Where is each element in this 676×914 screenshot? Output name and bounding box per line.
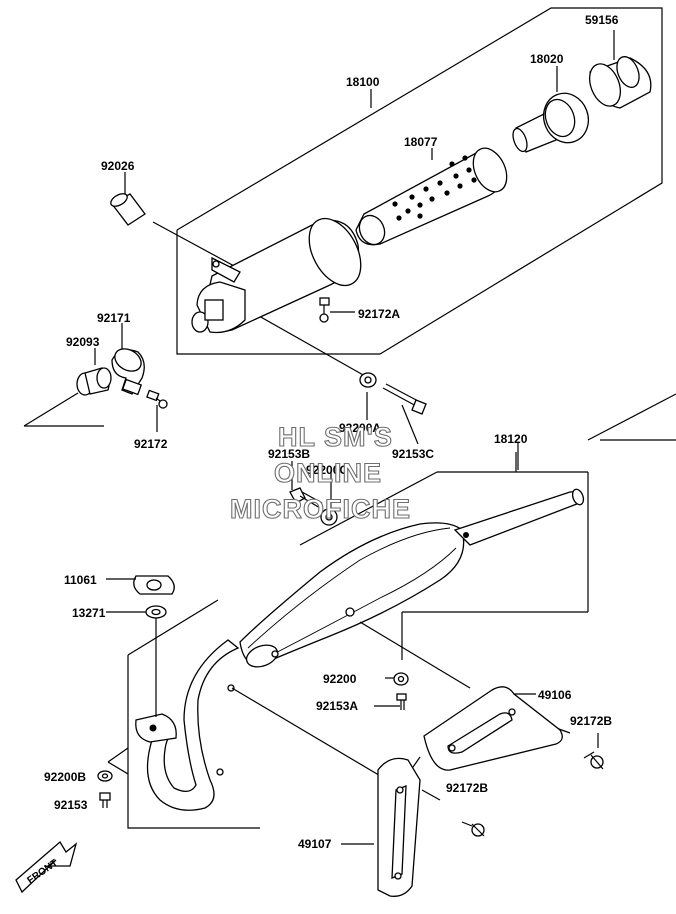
- bolt-92153A: [396, 693, 407, 710]
- label-18020: 18020: [530, 52, 564, 66]
- clamp-92171: [111, 348, 145, 396]
- clamp-bracket-lines: [23, 392, 104, 427]
- leader-lines-upper: [94, 30, 615, 445]
- label-92172: 92172: [134, 437, 168, 451]
- end-cap-59156: [588, 56, 652, 109]
- bolt-92172B-upper: [583, 751, 604, 770]
- label-92172B-upper: 92172B: [570, 714, 612, 728]
- muffler-assembly-frame: [176, 7, 663, 355]
- tail-pipe-18020: [512, 92, 590, 153]
- label-92153: 92153: [54, 798, 88, 812]
- label-49107: 49107: [298, 837, 332, 851]
- perforation-holes: [392, 155, 477, 221]
- gasket-11061: [133, 575, 175, 595]
- heat-guard-49106: [423, 686, 563, 771]
- label-49106: 49106: [538, 688, 572, 702]
- muffler-body: [191, 217, 362, 334]
- heat-guard-49107: [377, 757, 421, 897]
- rubber-bush-92093: [76, 367, 112, 396]
- seal-13271: [145, 605, 167, 619]
- chamber-frame: [127, 393, 676, 829]
- label-92200A: 92200A: [339, 421, 381, 435]
- label-92026: 92026: [101, 159, 135, 173]
- label-59156: 59156: [585, 13, 619, 27]
- washer-92200: [393, 672, 409, 686]
- label-92153C: 92153C: [392, 447, 434, 461]
- label-92200: 92200: [323, 672, 357, 686]
- bolt-92172: [146, 389, 168, 409]
- label-11061: 11061: [64, 573, 97, 587]
- watermark-line-1: HL SM'S: [278, 422, 393, 452]
- label-13271: 13271: [72, 606, 106, 620]
- label-92172B-lower: 92172B: [446, 781, 488, 795]
- label-92200C: 92200C: [306, 463, 348, 477]
- collar-92026: [110, 193, 146, 226]
- watermark-line-3: MICROFICHE: [230, 494, 411, 524]
- label-18120: 18120: [494, 432, 528, 446]
- bolt-92172A: [319, 297, 330, 323]
- part-labels: 59156 18020 18100 18077 92026 92172A 921…: [44, 13, 619, 851]
- label-92171: 92171: [97, 311, 131, 325]
- washer-92200A: [359, 372, 377, 388]
- washer-92200B: [97, 770, 113, 782]
- washer-92200C: [320, 508, 338, 526]
- label-92200B: 92200B: [44, 770, 86, 784]
- front-arrow: FRONT: [15, 841, 78, 894]
- label-18077: 18077: [404, 135, 438, 149]
- label-92153A: 92153A: [316, 699, 358, 713]
- bolt-92172B-lower: [461, 821, 485, 837]
- label-92172A: 92172A: [358, 307, 400, 321]
- label-92093: 92093: [66, 335, 100, 349]
- bolt-92153C: [382, 383, 427, 415]
- watermark: HL SM'S ONLINE MICROFICHE: [229, 421, 411, 524]
- label-92153B: 92153B: [268, 447, 310, 461]
- watermark-line-2: ONLINE: [274, 458, 382, 488]
- head-pipe: [135, 639, 240, 811]
- perforated-pipe-18077: [355, 147, 508, 246]
- label-18100: 18100: [346, 75, 380, 89]
- bolt-92153B: [289, 487, 323, 509]
- expansion-chamber-body: [239, 488, 585, 668]
- bolt-92153: [99, 792, 111, 808]
